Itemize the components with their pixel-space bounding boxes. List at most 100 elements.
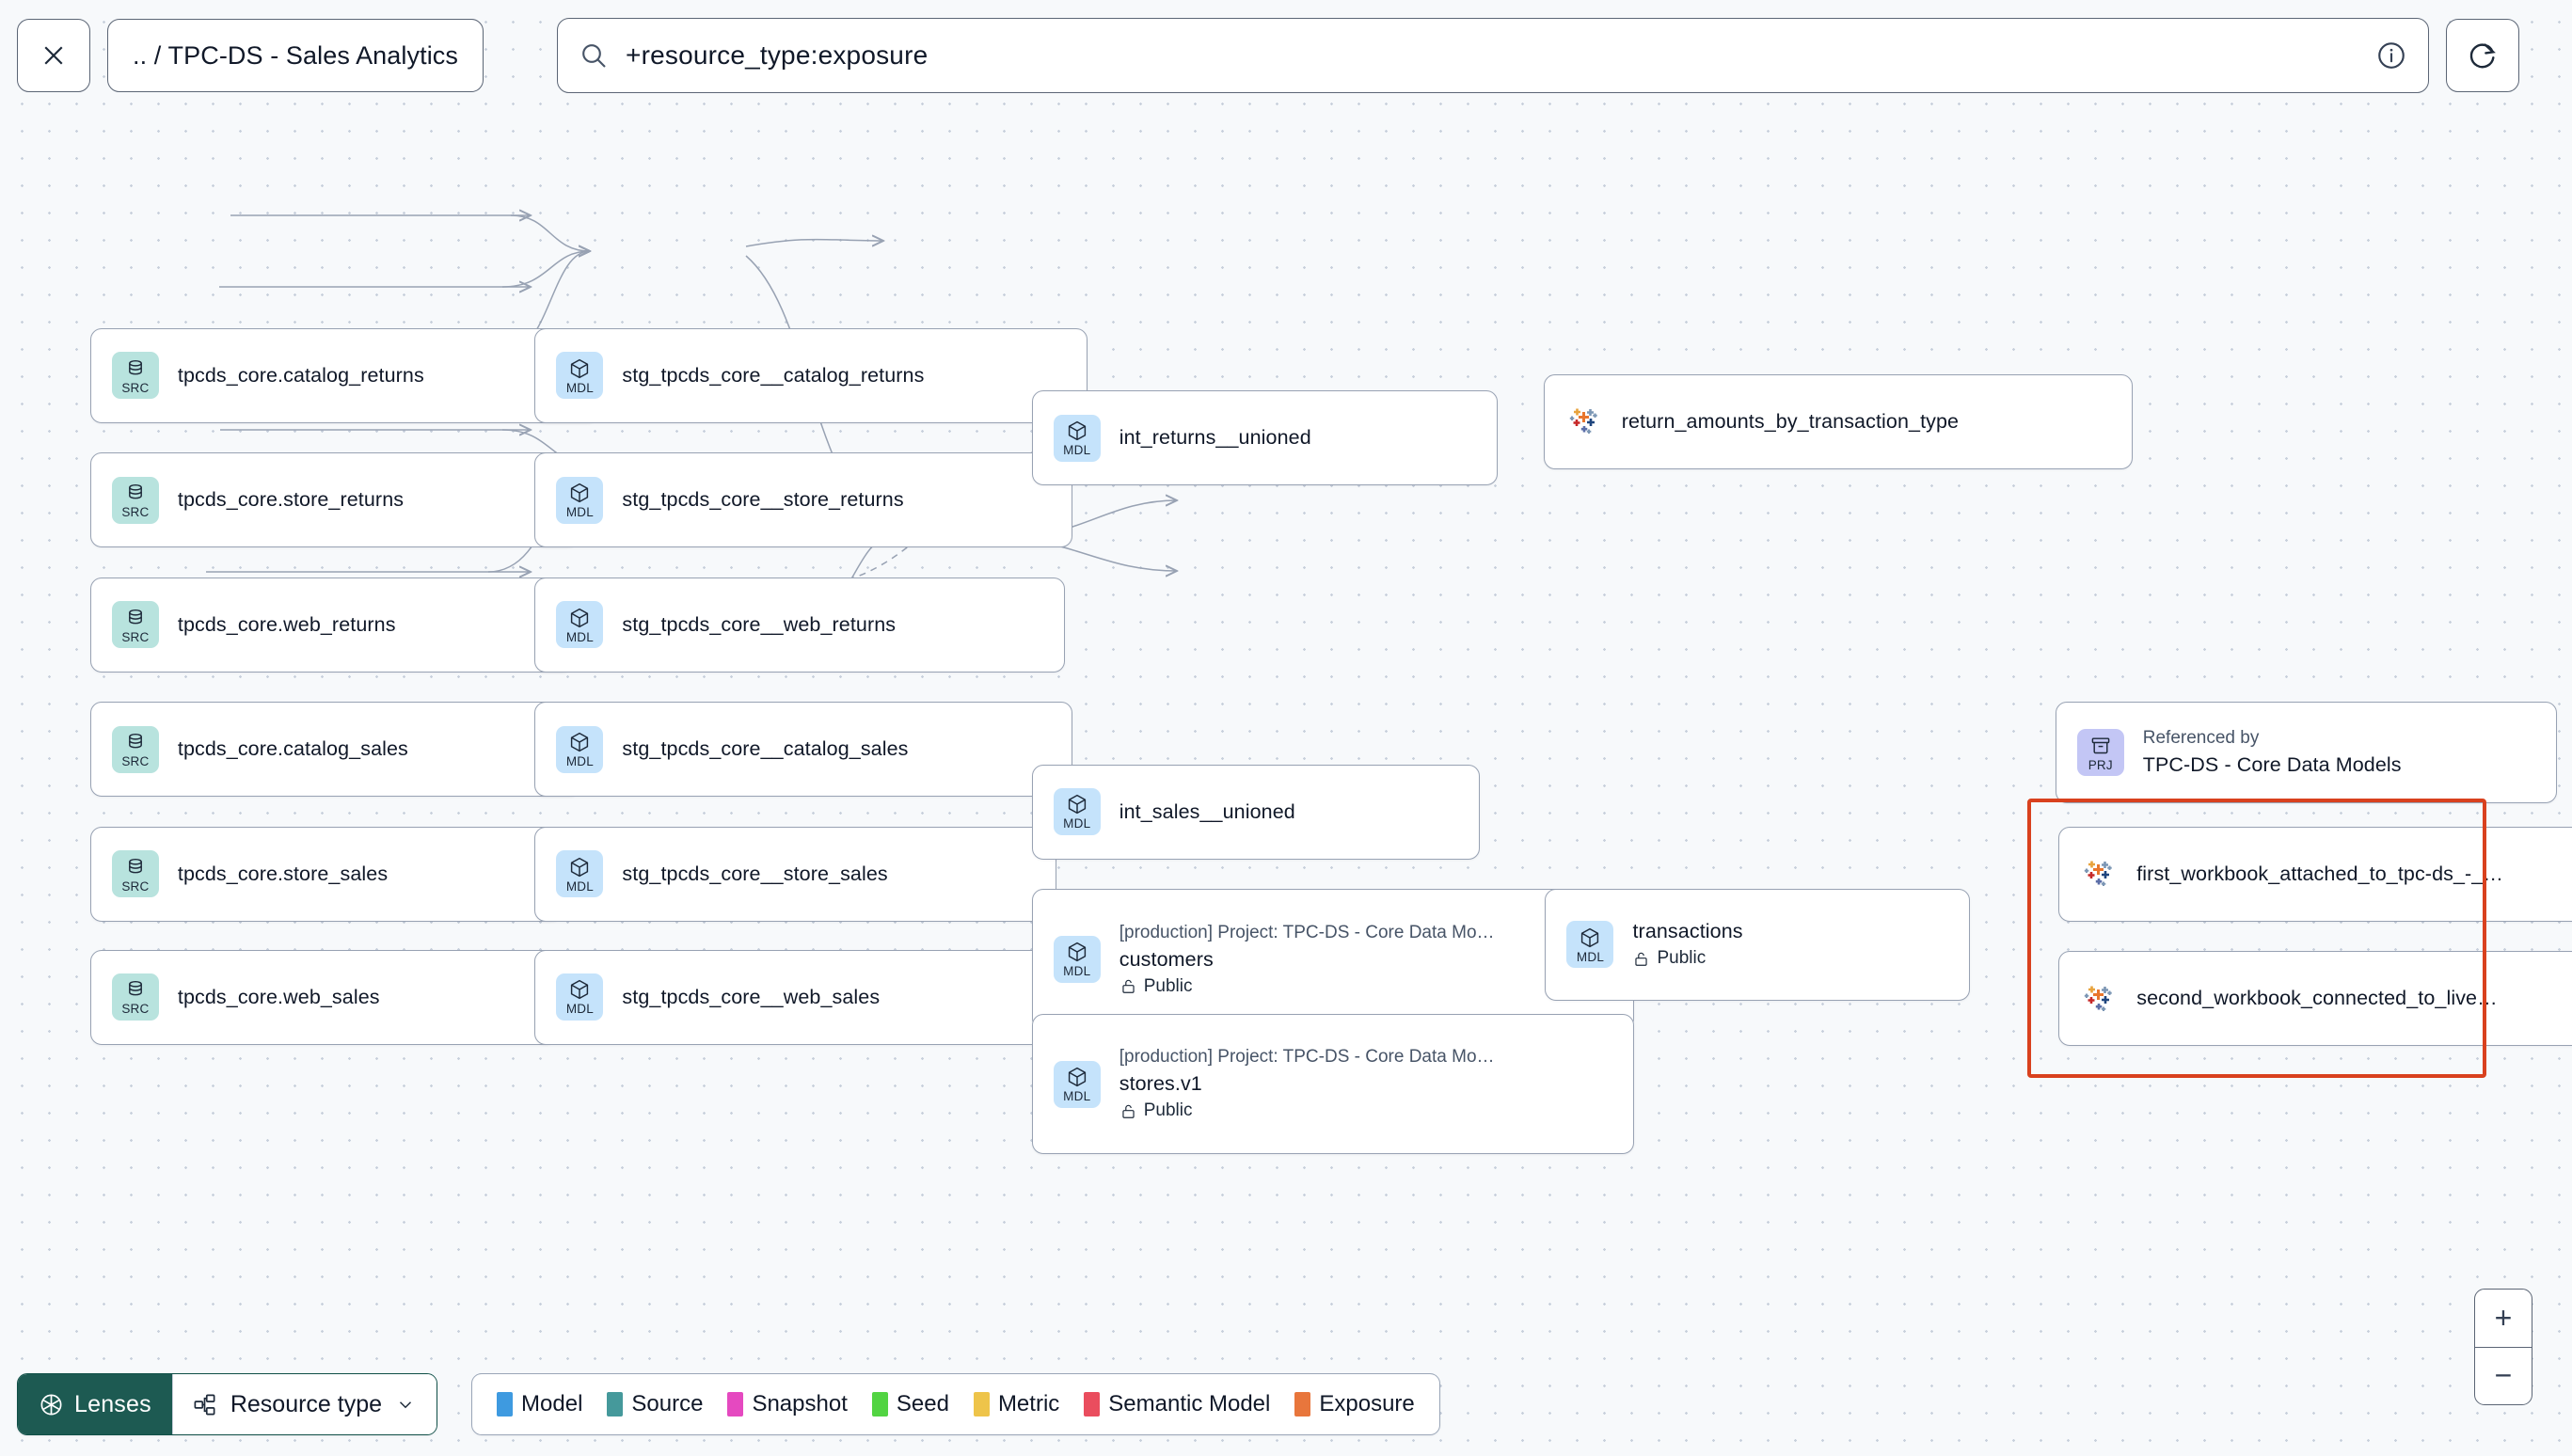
- badge-type-label: MDL: [565, 505, 594, 520]
- node-label: tpcds_core.web_returns: [177, 612, 396, 636]
- prj-badge-icon: PRJ: [2076, 729, 2124, 777]
- src-badge-icon: SRC: [111, 850, 159, 898]
- src-badge-icon: SRC: [111, 725, 159, 773]
- graph-node-customers[interactable]: MDL [production] Project: TPC-DS - Core D…: [1031, 889, 1634, 1030]
- graph-node-stores_v1[interactable]: MDL [production] Project: TPC-DS - Core D…: [1031, 1013, 1634, 1155]
- badge-type-label: SRC: [121, 878, 150, 894]
- graph-node-stg_web_sales[interactable]: MDL stg_tpcds_core__web_sales: [534, 949, 1049, 1045]
- badge-type-label: PRJ: [2088, 757, 2113, 772]
- graph-node-int_sales_unioned[interactable]: MDL int_sales__unioned: [1031, 764, 1480, 860]
- search-input[interactable]: [626, 40, 2376, 71]
- search-icon: [582, 44, 606, 68]
- badge-type-label: SRC: [121, 629, 150, 644]
- mdl-badge-icon: MDL: [556, 850, 604, 898]
- legend-label: Seed: [896, 1391, 949, 1416]
- node-privacy: Public: [1119, 976, 1495, 997]
- resource-type-legend: Model Source Snapshot Seed Metric Semantic Mo…: [471, 1373, 1440, 1435]
- graph-node-return_amounts_by_transaction_type[interactable]: return_amounts_by_transaction_type: [1543, 373, 2133, 469]
- mdl-badge-icon: MDL: [556, 725, 604, 773]
- refresh-icon: [2469, 43, 2496, 69]
- node-label: int_sales__unioned: [1119, 799, 1295, 823]
- legend-item-snapshot[interactable]: Snapshot: [727, 1391, 848, 1417]
- info-icon[interactable]: [2375, 40, 2407, 71]
- graph-node-stg_store_sales[interactable]: MDL stg_tpcds_core__store_sales: [534, 826, 1056, 922]
- legend-item-metric[interactable]: Metric: [973, 1391, 1060, 1417]
- resource-type-dropdown[interactable]: Resource type: [171, 1374, 437, 1434]
- mdl-badge-icon: MDL: [1053, 414, 1101, 462]
- top-toolbar: .. / TPC-DS - Sales Analytics: [0, 0, 2572, 111]
- src-badge-icon: SRC: [111, 476, 159, 524]
- zoom-controls[interactable]: + −: [2474, 1289, 2532, 1405]
- search-bar[interactable]: [557, 18, 2430, 93]
- src-badge-icon: SRC: [111, 352, 159, 400]
- lock-open-icon: [1122, 1104, 1135, 1118]
- lock-open-icon: [1635, 952, 1648, 966]
- close-icon: [44, 46, 63, 65]
- zoom-in-button[interactable]: +: [2475, 1290, 2532, 1348]
- graph-node-second_workbook[interactable]: second_workbook_connected_to_live…: [2058, 951, 2572, 1047]
- graph-node-src_web_returns[interactable]: SRC tpcds_core.web_returns: [89, 577, 573, 673]
- toolbar-actions: [2446, 19, 2520, 92]
- mdl-badge-icon: MDL: [556, 601, 604, 649]
- badge-type-label: SRC: [121, 1002, 150, 1017]
- breadcrumb[interactable]: .. / TPC-DS - Sales Analytics: [107, 19, 484, 92]
- legend-item-semantic-model[interactable]: Semantic Model: [1084, 1391, 1270, 1417]
- resource-type-label: Resource type: [230, 1390, 383, 1417]
- badge-type-label: MDL: [1063, 1088, 1091, 1103]
- node-text: [production] Project: TPC-DS - Core Data…: [1119, 923, 1495, 997]
- legend-item-exposure[interactable]: Exposure: [1294, 1391, 1415, 1417]
- badge-type-label: MDL: [1063, 442, 1091, 457]
- mdl-badge-icon: MDL: [1566, 921, 1614, 969]
- legend-label: Metric: [997, 1391, 1060, 1416]
- refresh-button[interactable]: [2446, 19, 2520, 92]
- node-label: int_returns__unioned: [1119, 426, 1311, 450]
- legend-swatch: [1294, 1392, 1311, 1416]
- node-project-label: [production] Project: TPC-DS - Core Data…: [1119, 922, 1495, 942]
- graph-node-int_returns_unioned[interactable]: MDL int_returns__unioned: [1031, 389, 1498, 486]
- tableau-exposure-icon: [2080, 980, 2118, 1018]
- node-label: TPC-DS - Core Data Models: [2142, 753, 2402, 777]
- exposure-highlight-box: [2027, 799, 2487, 1078]
- node-label: stg_tpcds_core__web_sales: [622, 985, 881, 1008]
- badge-type-label: MDL: [565, 380, 594, 395]
- legend-item-source[interactable]: Source: [607, 1391, 703, 1417]
- node-project-label: [production] Project: TPC-DS - Core Data…: [1119, 1047, 1495, 1068]
- lenses-group: Lenses Resource type: [17, 1373, 438, 1435]
- legend-item-seed[interactable]: Seed: [871, 1391, 949, 1417]
- legend-swatch: [607, 1392, 624, 1416]
- node-text: [production] Project: TPC-DS - Core Data…: [1119, 1047, 1495, 1121]
- graph-node-first_workbook[interactable]: first_workbook_attached_to_tpc-ds_-_…: [2058, 826, 2572, 922]
- node-label: stores.v1: [1119, 1072, 1202, 1096]
- mdl-badge-icon: MDL: [1053, 788, 1101, 836]
- badge-type-label: SRC: [121, 505, 150, 520]
- lenses-button[interactable]: Lenses: [18, 1374, 172, 1434]
- badge-type-label: MDL: [565, 1002, 594, 1017]
- mdl-badge-icon: MDL: [556, 476, 604, 524]
- legend-item-model[interactable]: Model: [497, 1391, 582, 1417]
- zoom-out-button[interactable]: −: [2494, 1358, 2513, 1393]
- close-button[interactable]: [17, 19, 90, 92]
- node-label: second_workbook_connected_to_live…: [2136, 987, 2498, 1010]
- src-badge-icon: SRC: [111, 973, 159, 1021]
- graph-node-stg_web_returns[interactable]: MDL stg_tpcds_core__web_returns: [534, 577, 1065, 673]
- legend-label: Snapshot: [752, 1391, 848, 1416]
- legend-label: Model: [521, 1391, 583, 1416]
- legend-swatch: [871, 1392, 888, 1416]
- hierarchy-icon: [194, 1394, 215, 1415]
- node-label: stg_tpcds_core__web_returns: [622, 612, 897, 636]
- mdl-badge-icon: MDL: [556, 973, 604, 1021]
- node-label: stg_tpcds_core__store_sales: [622, 862, 888, 885]
- breadcrumb-label: .. / TPC-DS - Sales Analytics: [133, 40, 459, 70]
- node-label: first_workbook_attached_to_tpc-ds_-_…: [2136, 862, 2503, 885]
